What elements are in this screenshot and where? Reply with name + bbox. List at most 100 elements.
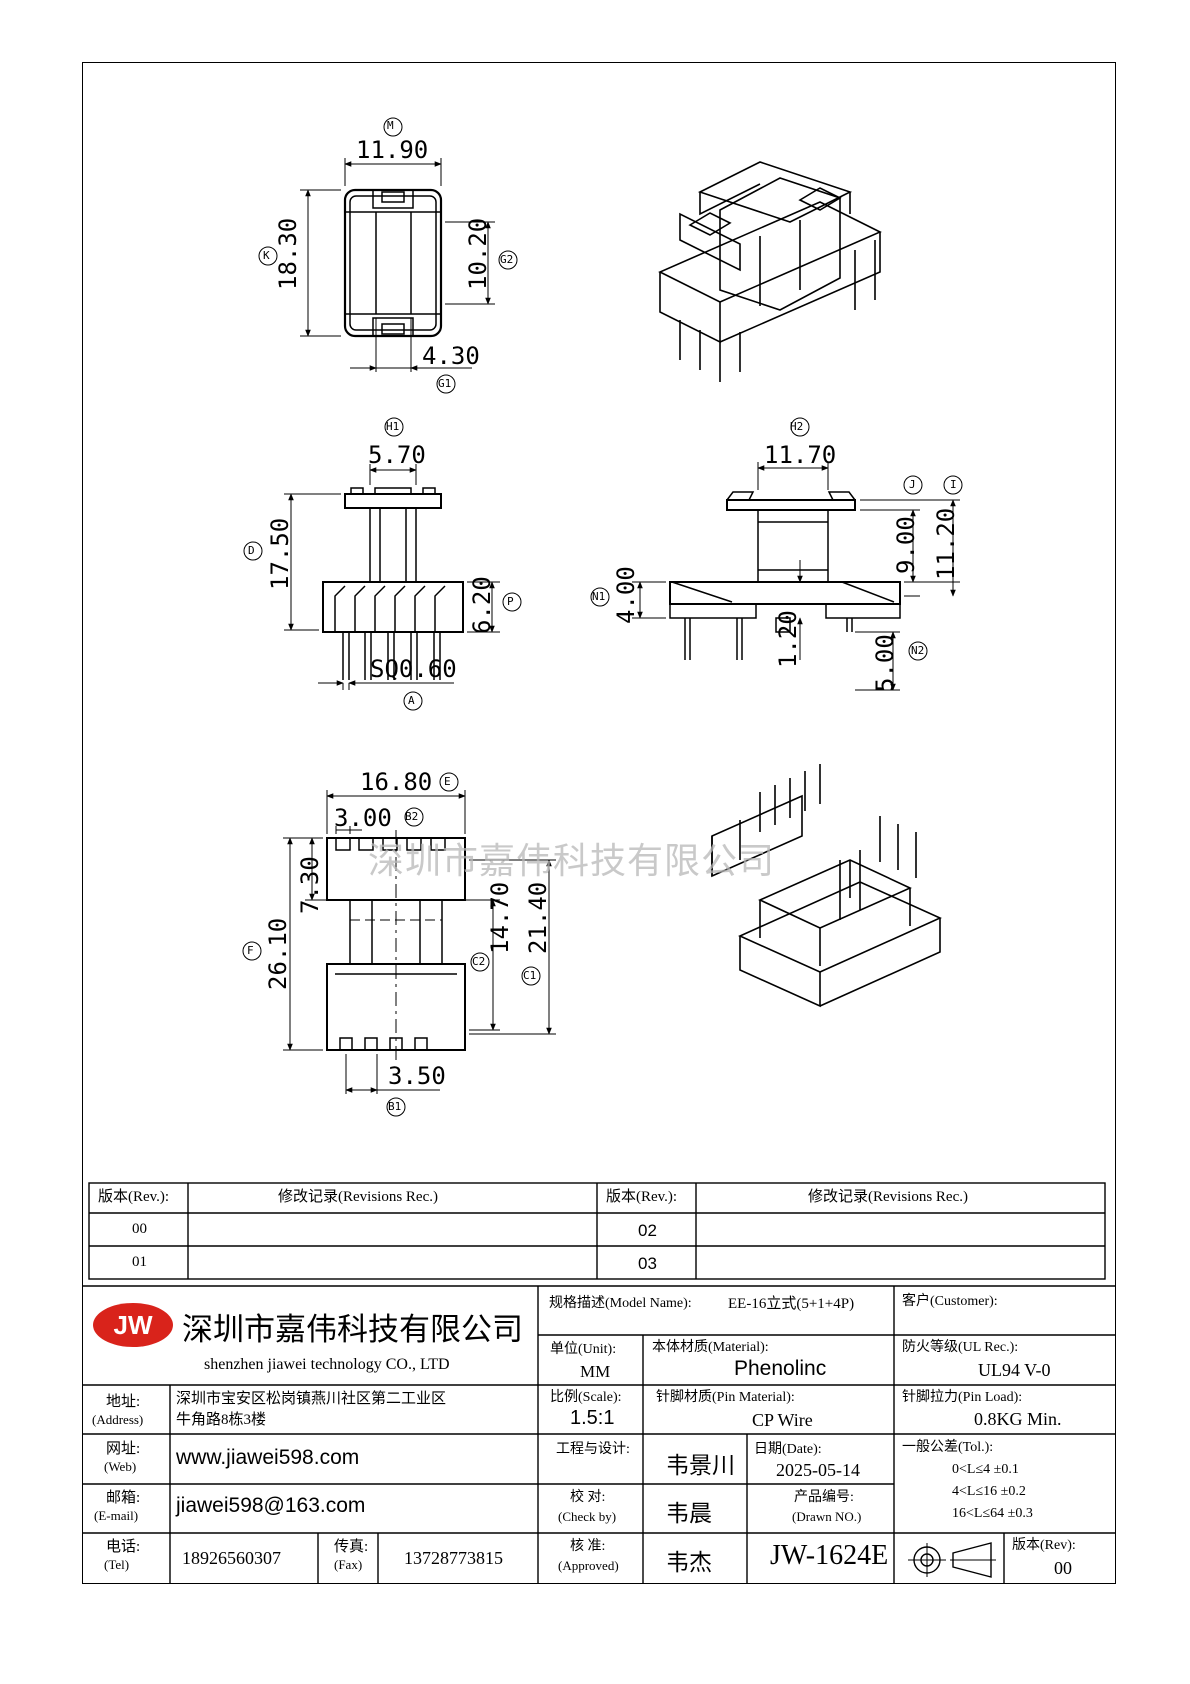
dim-C1-tag: C1 bbox=[523, 969, 537, 982]
email-address[interactable]: jiawei598@163.com bbox=[176, 1494, 366, 1517]
dim-F bbox=[242, 837, 323, 1051]
dim-N1 bbox=[590, 581, 666, 619]
dim-J-value: 9.00 bbox=[892, 516, 920, 574]
dim-B1-tag: B1 bbox=[388, 1100, 402, 1113]
designer-name: 韦景川 bbox=[666, 1453, 735, 1479]
pin-load-label: 针脚拉力(Pin Load): bbox=[902, 1390, 1023, 1405]
dim-D-tag: D bbox=[248, 544, 255, 557]
dim-D-value: 17.50 bbox=[266, 517, 294, 590]
scale-value: 1.5:1 bbox=[570, 1407, 615, 1429]
fax-label-en: (Fax) bbox=[334, 1557, 363, 1572]
dim-M-value: 11.90 bbox=[356, 136, 429, 164]
drawing-frame bbox=[82, 62, 1116, 1584]
rev-row-00: 00 bbox=[132, 1221, 147, 1237]
dim-N2 bbox=[855, 631, 928, 691]
rev-col-left: 版本(Rev.): bbox=[98, 1189, 170, 1205]
dim-F-tag: F bbox=[247, 944, 254, 957]
revision-table-lines bbox=[88, 1182, 1106, 1280]
pin-load-value: 0.8KG Min. bbox=[974, 1409, 1062, 1429]
dim-M bbox=[344, 117, 442, 186]
rev-label: 版本(Rev): bbox=[1012, 1538, 1076, 1553]
dim-D bbox=[243, 493, 341, 631]
model-label: 规格描述(Model Name): bbox=[549, 1296, 692, 1311]
date-value: 2025-05-14 bbox=[776, 1460, 860, 1480]
watermark: 深圳市嘉伟科技有限公司 bbox=[368, 841, 776, 882]
front-view bbox=[322, 487, 464, 680]
approve-label: 核 准: bbox=[570, 1539, 606, 1554]
dim-A-tag: A bbox=[408, 694, 415, 707]
dim-pin-gap-value: 1.20 bbox=[774, 610, 802, 668]
customer-label: 客户(Customer): bbox=[902, 1294, 998, 1309]
dim-H2 bbox=[757, 417, 829, 490]
dim-B2-tag: B2 bbox=[405, 810, 419, 823]
dim-B2 bbox=[335, 807, 424, 834]
dim-E bbox=[326, 772, 466, 834]
dim-N2-value: 5.00 bbox=[871, 634, 899, 692]
isometric-view-2 bbox=[711, 764, 942, 1008]
dim-J-tag: J bbox=[909, 478, 916, 491]
dim-K bbox=[258, 189, 341, 337]
drawn-label-en: (Drawn NO.) bbox=[792, 1509, 862, 1524]
company-name-en: shenzhen jiawei technology CO., LTD bbox=[204, 1356, 450, 1373]
material-label: 本体材质(Material): bbox=[652, 1340, 769, 1355]
rec-col-right: 修改记录(Revisions Rec.) bbox=[808, 1189, 968, 1205]
dim-K-tag: K bbox=[263, 249, 270, 262]
email-label: 邮箱: bbox=[106, 1490, 141, 1506]
dim-M-tag: M bbox=[387, 119, 394, 132]
unit-value: MM bbox=[580, 1362, 611, 1381]
dim-H2-tag: H2 bbox=[790, 420, 804, 433]
top-view bbox=[343, 188, 443, 338]
tol-label: 一般公差(Tol.): bbox=[902, 1440, 994, 1455]
unit-label: 单位(Unit): bbox=[550, 1342, 617, 1357]
rev-col-right: 版本(Rev.): bbox=[606, 1189, 678, 1205]
title-block-lines bbox=[82, 1285, 1116, 1584]
dim-E-value: 16.80 bbox=[360, 768, 433, 796]
address-line1: 深圳市宝安区松岗镇燕川社区第二工业区 bbox=[176, 1391, 447, 1407]
dim-N1-tag: N1 bbox=[592, 590, 606, 603]
fax-label: 传真: bbox=[334, 1539, 369, 1555]
isometric-view-1 bbox=[658, 161, 882, 382]
check-label: 校 对: bbox=[570, 1490, 606, 1505]
dim-G1 bbox=[350, 318, 472, 394]
model-name: EE-16立式(5+1+4P) bbox=[728, 1296, 855, 1312]
rev-value: 00 bbox=[1054, 1558, 1072, 1578]
tel-number: 18926560307 bbox=[182, 1548, 281, 1568]
dim-G1-value: 4.30 bbox=[422, 342, 480, 370]
company-name-cn: 深圳市嘉伟科技有限公司 bbox=[182, 1312, 523, 1348]
dim-B1 bbox=[345, 1054, 440, 1117]
dim-C1 bbox=[469, 859, 556, 1035]
web-label-en: (Web) bbox=[104, 1459, 137, 1474]
dim-A bbox=[318, 680, 454, 711]
rev-row-02: 02 bbox=[638, 1221, 657, 1240]
check-label-en: (Check by) bbox=[558, 1509, 617, 1524]
approve-label-en: (Approved) bbox=[558, 1558, 619, 1573]
dim-P-tag: P bbox=[507, 595, 514, 608]
dim-H2-value: 11.70 bbox=[764, 441, 837, 469]
ul-label: 防火等级(UL Rec.): bbox=[902, 1340, 1019, 1355]
ul-value: UL94 V-0 bbox=[978, 1360, 1051, 1380]
material-value: Phenolinc bbox=[734, 1357, 827, 1380]
address-line2: 牛角路8栋3楼 bbox=[176, 1412, 267, 1428]
fax-number: 13728773815 bbox=[404, 1548, 503, 1568]
dim-top-h-value: 7.30 bbox=[296, 856, 324, 914]
dim-G2 bbox=[445, 221, 518, 305]
dim-N1-value: 4.00 bbox=[612, 566, 640, 624]
tel-label: 电话: bbox=[106, 1539, 141, 1555]
dim-B1-value: 3.50 bbox=[388, 1062, 446, 1090]
dim-I-value: 11.20 bbox=[932, 507, 960, 580]
email-label-en: (E-mail) bbox=[94, 1508, 139, 1523]
web-url[interactable]: www.jiawei598.com bbox=[176, 1446, 360, 1469]
approver-name: 韦杰 bbox=[666, 1550, 712, 1576]
dim-C1-value: 21.40 bbox=[524, 881, 552, 954]
rev-row-03: 03 bbox=[638, 1254, 657, 1273]
drawing-number: JW-1624E bbox=[770, 1540, 889, 1571]
dim-G2-value: 10.20 bbox=[464, 217, 492, 290]
rev-row-01: 01 bbox=[132, 1254, 147, 1270]
jw-logo: JW bbox=[93, 1303, 173, 1347]
rec-col-left: 修改记录(Revisions Rec.) bbox=[278, 1189, 438, 1205]
design-label: 工程与设计: bbox=[556, 1442, 630, 1457]
dim-H1-value: 5.70 bbox=[368, 441, 426, 469]
bottom-view bbox=[326, 830, 466, 1060]
dim-E-tag: E bbox=[444, 775, 451, 788]
